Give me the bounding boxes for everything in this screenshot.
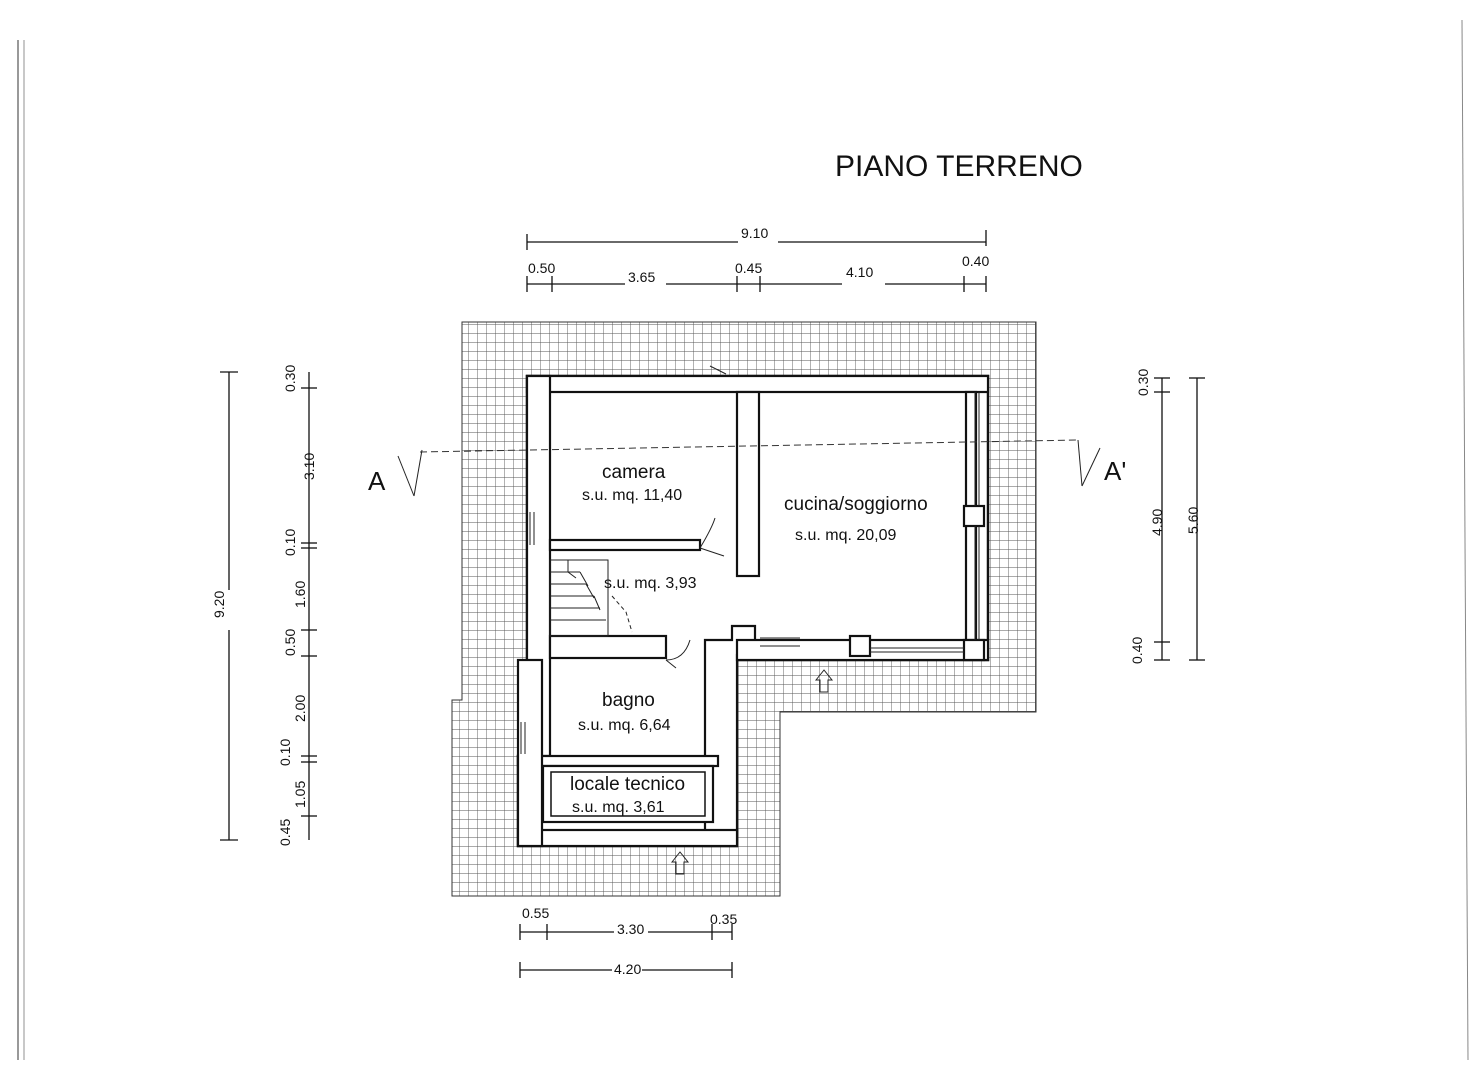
room-name-cucina: cucina/soggiorno — [784, 494, 928, 515]
dim-left-6: 0.10 — [277, 739, 293, 766]
room-area-cucina: s.u. mq. 20,09 — [795, 527, 896, 544]
dim-top-4: 0.40 — [962, 253, 989, 269]
dim-top — [526, 230, 987, 292]
room-area-bagno: s.u. mq. 6,64 — [578, 717, 671, 734]
section-mark-a-prime: A' — [1104, 456, 1126, 486]
section-mark-a: A — [368, 466, 386, 496]
room-area-locale-tecnico: s.u. mq. 3,61 — [572, 799, 665, 816]
dim-top-3: 4.10 — [846, 264, 873, 280]
dim-bottom-1: 3.30 — [617, 921, 644, 937]
dim-bottom-0: 0.55 — [522, 905, 549, 921]
dim-right-0: 0.30 — [1135, 369, 1151, 396]
dim-right — [1154, 377, 1205, 661]
dim-left-3: 1.60 — [292, 581, 308, 608]
dim-top-0: 0.50 — [528, 260, 555, 276]
dim-left-2: 0.10 — [282, 529, 298, 556]
dim-right-1: 4.90 — [1149, 509, 1165, 536]
room-name-locale-tecnico: locale tecnico — [570, 774, 685, 795]
plan-title: PIANO TERRENO — [835, 150, 1083, 183]
entrance-arrows — [670, 669, 834, 875]
dim-left-1: 3.10 — [301, 453, 317, 480]
dim-top-total: 9.10 — [741, 225, 768, 241]
dim-left-0: 0.30 — [282, 365, 298, 392]
dim-left — [220, 371, 317, 841]
dim-left-8: 0.45 — [277, 819, 293, 846]
room-name-camera: camera — [602, 462, 666, 483]
dim-bottom — [519, 924, 733, 978]
dim-left-5: 2.00 — [292, 695, 308, 722]
dim-left-7: 1.05 — [292, 781, 308, 808]
room-area-camera: s.u. mq. 11,40 — [582, 487, 682, 504]
dim-bottom-total: 4.20 — [614, 961, 641, 977]
dim-left-total: 9.20 — [211, 591, 227, 618]
room-area-hall: s.u. mq. 3,93 — [604, 575, 697, 592]
dim-top-1: 3.65 — [628, 269, 655, 285]
dim-right-total: 5.60 — [1185, 507, 1201, 534]
walls — [516, 374, 990, 848]
doors — [665, 517, 725, 669]
dim-right-2: 0.40 — [1129, 637, 1145, 664]
section-line — [397, 439, 1101, 497]
dim-top-2: 0.45 — [735, 260, 762, 276]
dim-left-4: 0.50 — [282, 629, 298, 656]
dim-bottom-2: 0.35 — [710, 911, 737, 927]
openings — [520, 365, 980, 754]
page-edge-right — [1461, 19, 1469, 1061]
room-name-bagno: bagno — [602, 690, 655, 711]
staircase — [549, 559, 633, 637]
